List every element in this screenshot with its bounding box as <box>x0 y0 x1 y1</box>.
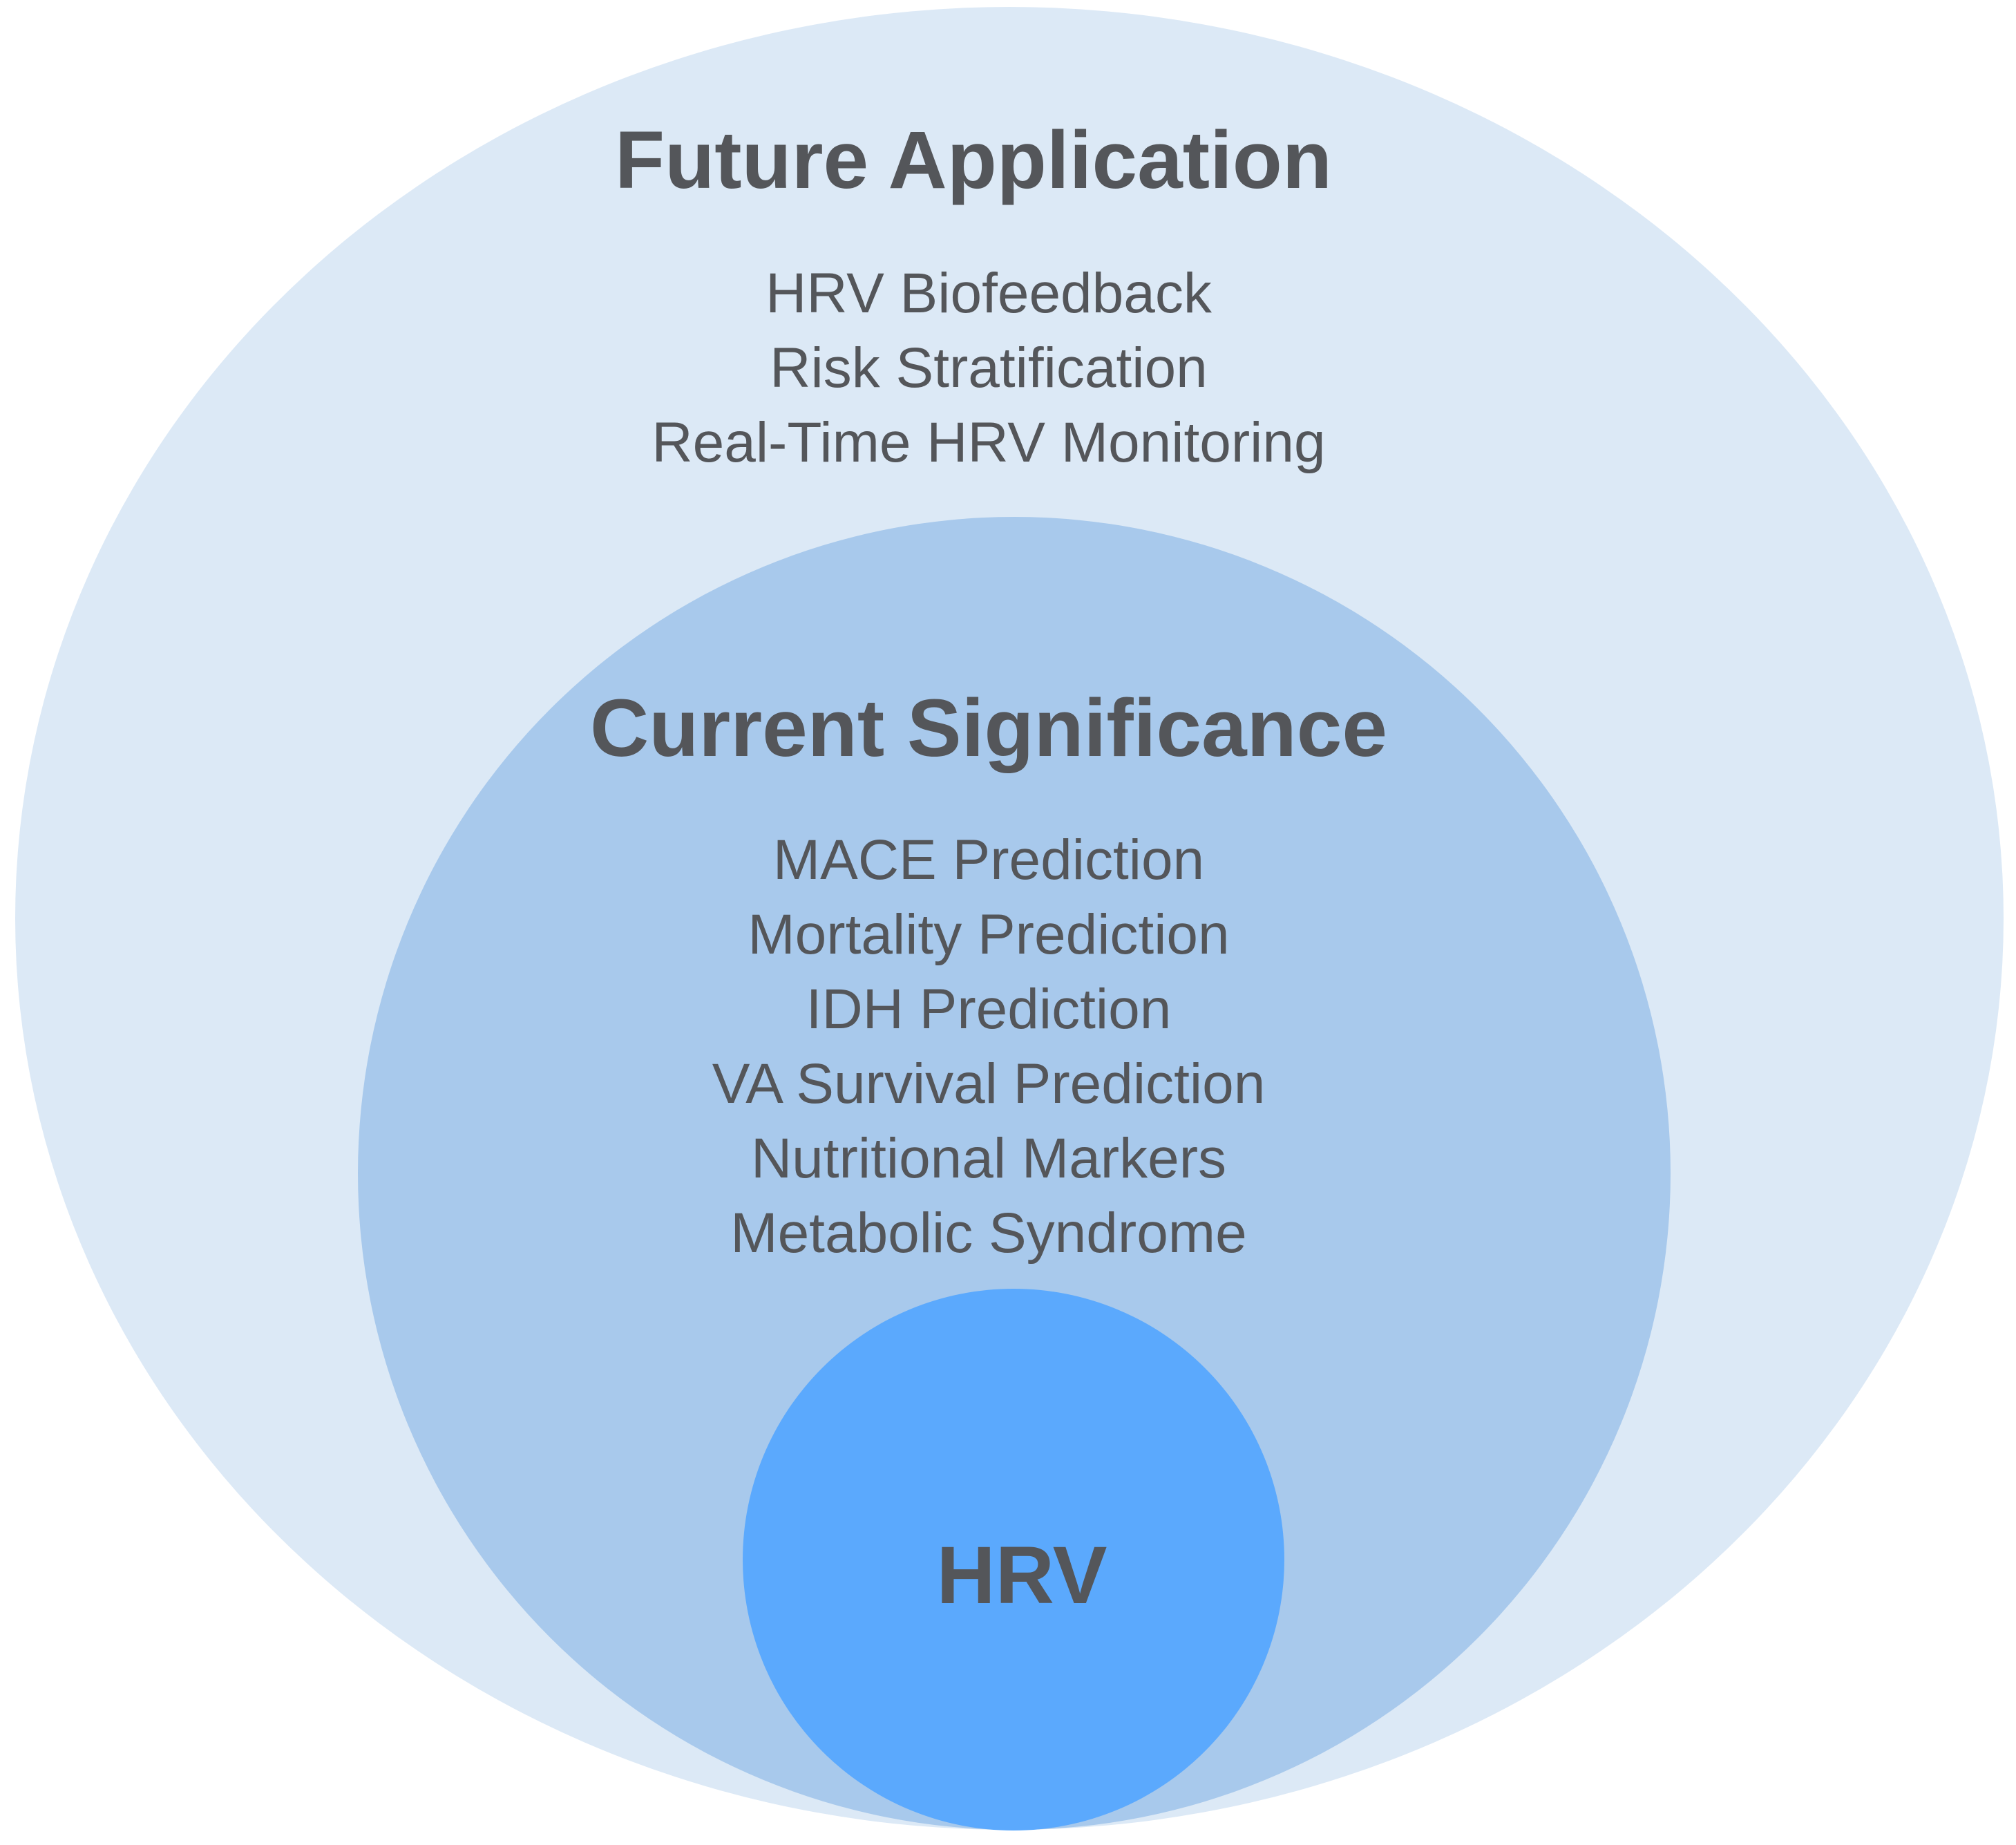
future-application-heading: Future Application <box>615 115 1332 206</box>
current-significance-list: MACE Prediction Mortality Prediction IDH… <box>0 823 1997 1271</box>
current-significance-heading: Current Significance <box>589 683 1387 774</box>
hrv-label: HRV <box>936 1530 1107 1621</box>
current-item-mace-prediction: MACE Prediction <box>772 829 1205 891</box>
hrv-core-circle <box>743 1289 1284 1830</box>
future-item-risk-stratification: Risk Stratification <box>770 337 1208 399</box>
current-item-idh-prediction: IDH Prediction <box>806 978 1172 1041</box>
future-application-list: HRV Biofeedback Risk Stratification Real… <box>0 256 1997 480</box>
current-item-va-survival-prediction: VA Survival Prediction <box>712 1052 1266 1115</box>
current-item-metabolic-syndrome: Metabolic Syndrome <box>730 1202 1247 1265</box>
current-item-nutritional-markers: Nutritional Markers <box>750 1127 1227 1190</box>
future-item-real-time-monitoring: Real-Time HRV Monitoring <box>652 411 1326 474</box>
current-item-mortality-prediction: Mortality Prediction <box>748 903 1230 966</box>
future-item-hrv-biofeedback: HRV Biofeedback <box>765 262 1212 325</box>
